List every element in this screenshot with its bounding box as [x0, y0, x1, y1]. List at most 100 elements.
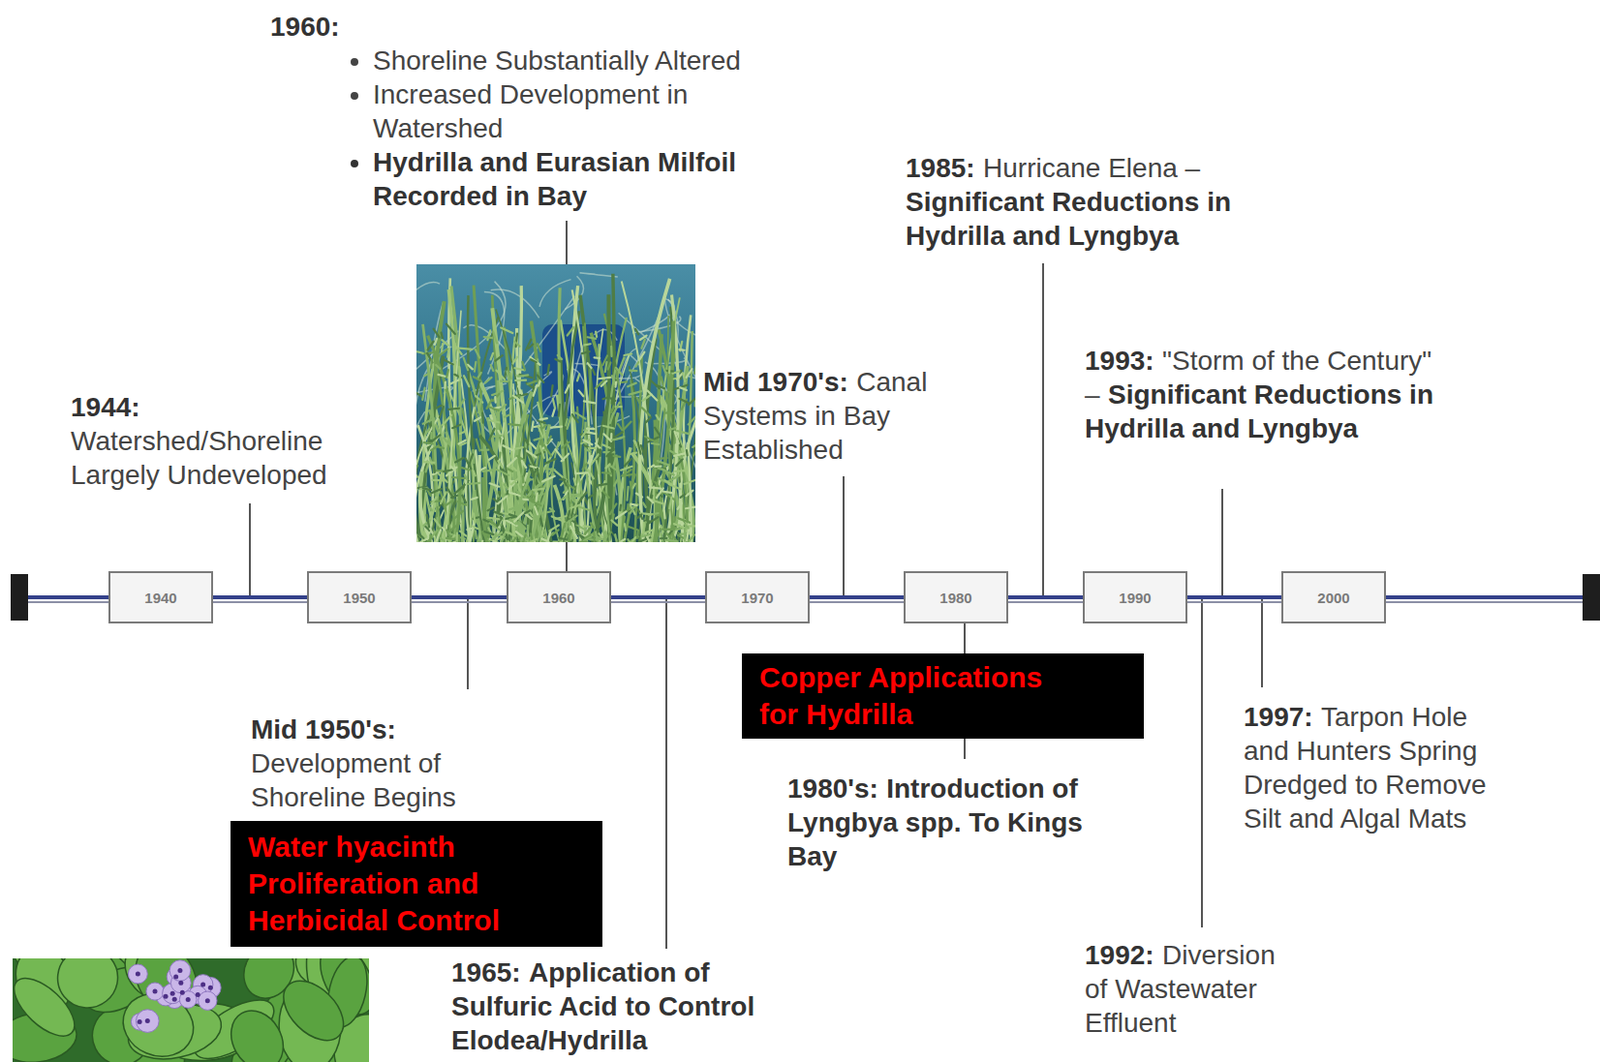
hydrilla-leaf: [669, 497, 672, 510]
hydrilla-leaf: [435, 507, 439, 517]
algae-strand: [462, 325, 507, 352]
hydrilla-leaf: [657, 461, 670, 465]
hydrilla-leaf: [621, 380, 627, 384]
event-note: 1993:"Storm of the Century" –Significant…: [1084, 343, 1439, 446]
hydrilla-leaf: [601, 538, 606, 543]
hydrilla-leaf: [505, 532, 516, 537]
callout-text: Copper Applications for Hydrilla: [759, 659, 1077, 734]
hydrilla-leaf: [534, 506, 538, 515]
hydrilla-leaf: [513, 396, 524, 403]
hydrilla-leaf: [679, 387, 687, 391]
hydrilla-leaf: [455, 458, 463, 462]
hydrilla-leaf: [596, 484, 610, 487]
hydrilla-leaf: [524, 438, 528, 445]
hydrilla-leaf: [468, 528, 471, 542]
hydrilla-leaf: [547, 530, 551, 542]
hydrilla-leaf: [496, 369, 506, 380]
hydrilla-leaf: [613, 352, 616, 358]
hydrilla-leaf: [416, 465, 418, 477]
hydrilla-leaf: [548, 365, 550, 375]
leader-line: [665, 597, 668, 950]
hydrilla-leaf: [531, 421, 533, 431]
hydrilla-leaf: [484, 337, 493, 339]
hydrilla-leaf: [497, 470, 509, 476]
bullet-item: Increased Development in Watershed: [372, 77, 761, 146]
hydrilla-leaf: [595, 492, 599, 505]
decade-label: 1990: [1118, 589, 1151, 607]
decade-box: 1990: [1082, 571, 1188, 624]
hydrilla-leaf: [650, 380, 660, 389]
hydrilla-leaf: [506, 371, 509, 381]
hydrilla-leaf: [628, 526, 639, 531]
hydrilla-leaf: [492, 332, 497, 344]
hydrilla-leaf: [503, 484, 508, 489]
hydrilla-leaf: [508, 424, 521, 426]
hydrilla-leaf: [491, 365, 494, 371]
hydrilla-leaf: [455, 511, 464, 520]
hydrilla-leaf: [537, 343, 541, 352]
hydrilla-leaf: [645, 529, 653, 533]
hydrilla-leaf: [618, 505, 622, 511]
hydrilla-leaf: [615, 511, 627, 519]
flower-center: [205, 998, 211, 1004]
hydrilla-leaf: [620, 466, 632, 471]
hydrilla-leaf: [544, 445, 552, 458]
hydrilla-leaf: [516, 505, 523, 508]
hydrilla-leaf: [632, 475, 636, 485]
hydrilla-leaf: [537, 420, 545, 423]
hydrilla-leaf: [417, 351, 424, 353]
hydrilla-leaf: [448, 523, 460, 532]
hydrilla-leaf: [694, 364, 696, 373]
hydrilla-leaf: [656, 488, 664, 498]
hydrilla-leaf: [449, 379, 462, 385]
hydrilla-leaf: [605, 531, 609, 538]
hydrilla-leaf: [432, 465, 436, 473]
hydrilla-leaf: [574, 499, 577, 513]
hydrilla-leaf: [416, 390, 423, 398]
hydrilla-stem: [681, 301, 696, 543]
hydrilla-leaf: [467, 365, 473, 370]
hydrilla-leaf: [662, 469, 675, 476]
hydrilla-leaf: [558, 538, 568, 541]
hydrilla-leaf: [602, 355, 608, 366]
hydrilla-leaf: [613, 422, 615, 429]
hydrilla-leaf: [423, 419, 434, 425]
decade-box: 2000: [1281, 571, 1386, 624]
flower-center: [153, 989, 158, 995]
hydrilla-leaf: [482, 469, 496, 472]
hydrilla-leaf: [637, 398, 641, 404]
hydrilla-leaf: [458, 501, 467, 505]
hydrilla-leaf: [598, 377, 611, 379]
hydrilla-leaf: [440, 538, 445, 542]
hydrilla-leaf: [433, 329, 440, 339]
hydrilla-leaf: [571, 498, 576, 503]
hydrilla-leaf: [543, 530, 547, 537]
hydrilla-leaf: [534, 437, 544, 441]
hydrilla-leaf: [489, 429, 495, 441]
event-note: 1944:Watershed/Shoreline Largely Undevel…: [70, 390, 362, 493]
hydrilla-leaf: [525, 450, 537, 458]
hydrilla-leaf: [451, 466, 456, 471]
hydrilla-leaf: [514, 341, 520, 347]
hydrilla-leaf: [613, 402, 619, 415]
hydrilla-leaf: [508, 468, 513, 471]
event-heading: Mid 1950's:: [250, 712, 503, 747]
hydrilla-leaf: [646, 517, 658, 524]
hydrilla-leaf: [648, 487, 661, 489]
hydrilla-leaf: [622, 474, 635, 477]
hydrilla-leaf: [487, 518, 499, 521]
decade-box: 1980: [903, 571, 1009, 624]
hydrilla-leaf: [575, 471, 587, 475]
hydrilla-leaf: [493, 397, 497, 403]
hydrilla-leaf: [442, 415, 452, 426]
decade-label: 1970: [740, 589, 773, 607]
hydrilla-leaf: [587, 363, 592, 369]
hydrilla-leaf: [565, 419, 568, 426]
axis-end-cap: [10, 574, 29, 621]
hydrilla-leaf: [441, 343, 443, 354]
hydrilla-leaf: [526, 539, 538, 543]
hydrilla-leaf: [605, 463, 610, 468]
hydrilla-leaf: [693, 400, 696, 407]
hydrilla-leaf: [534, 541, 541, 543]
hyacinth-leaf: [12, 968, 85, 1047]
